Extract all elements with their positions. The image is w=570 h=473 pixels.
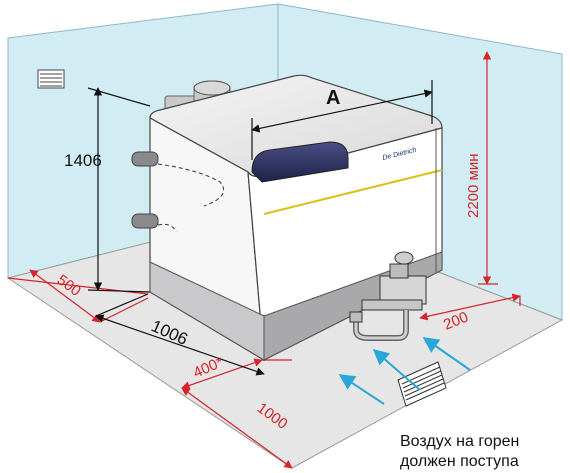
ceiling-height-label: 2200 мин <box>465 153 482 218</box>
width-label: A <box>326 87 340 109</box>
gas-valve-assembly <box>349 251 427 341</box>
dimension-lines <box>87 80 433 376</box>
caption-line-1: Воздух на горен <box>400 433 520 450</box>
caption-line-2: должен поступа <box>400 453 519 470</box>
height-label: 1406 <box>64 151 102 170</box>
airflow-arrows <box>338 337 471 405</box>
caption: Воздух на горен должен поступа <box>400 432 519 472</box>
floor-vent <box>397 361 447 407</box>
wall-vent <box>37 69 65 89</box>
